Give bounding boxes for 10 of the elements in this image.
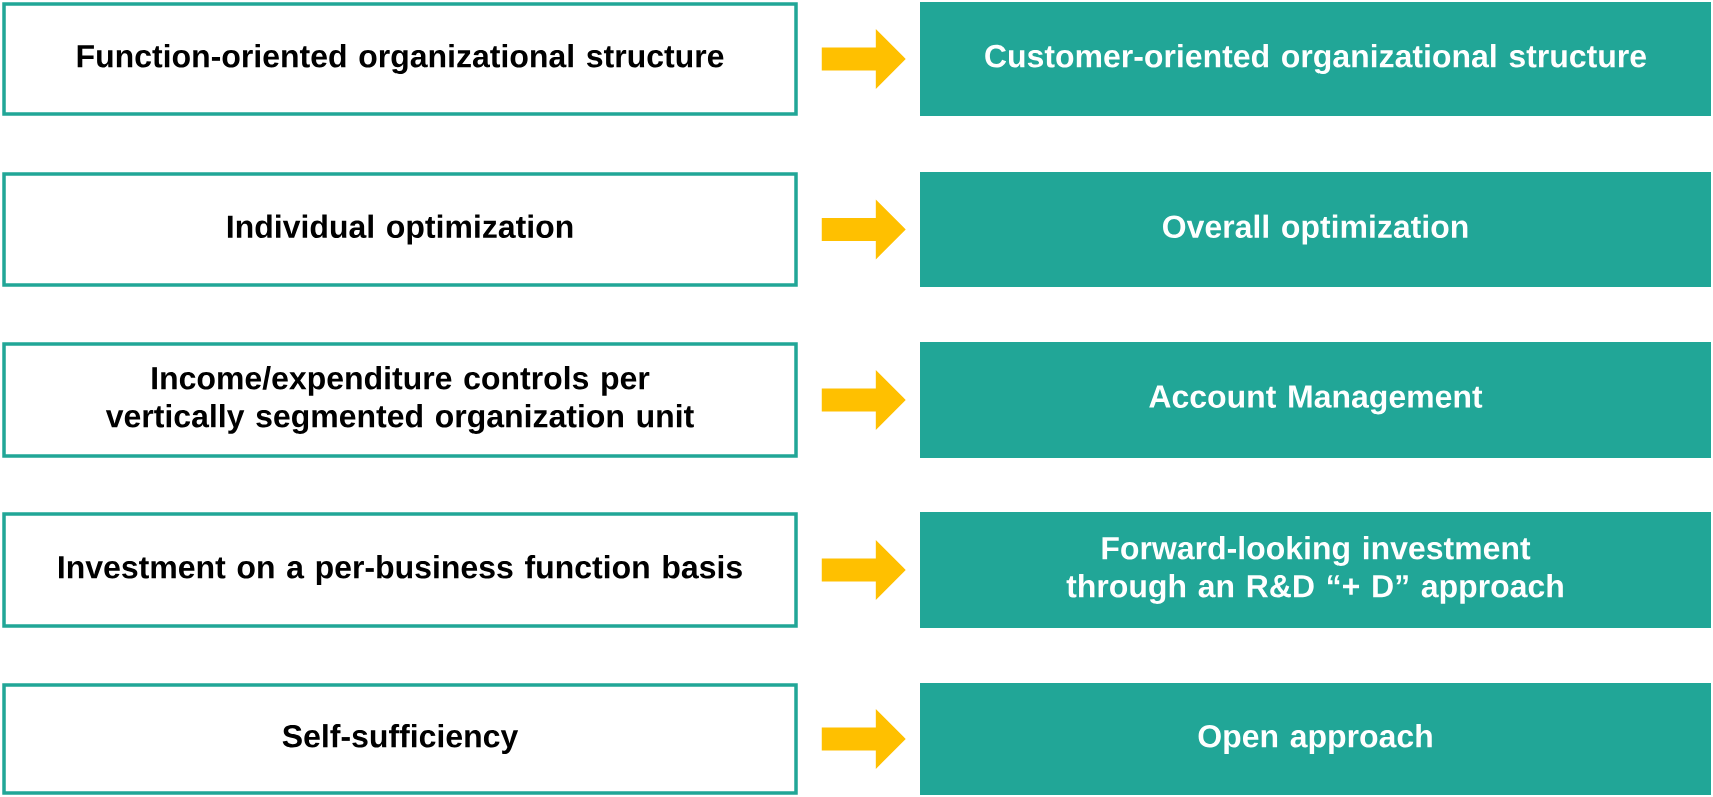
- target-box: Customer-oriented organizational structure: [920, 2, 1711, 116]
- target-box: Account Management: [920, 342, 1711, 458]
- target-box: Forward-looking investment through an R&D “+ D” approach: [920, 512, 1711, 628]
- source-box: Individual optimization: [2, 172, 798, 287]
- target-box: Open approach: [920, 683, 1711, 795]
- source-box: Income/expenditure controls per vertically segmented organization unit: [2, 342, 798, 458]
- source-box: Investment on a per-business function basis: [2, 512, 798, 628]
- source-box: Function-oriented organizational structure: [2, 2, 798, 116]
- target-box: Overall optimization: [920, 172, 1711, 287]
- source-box: Self-sufficiency: [2, 683, 798, 795]
